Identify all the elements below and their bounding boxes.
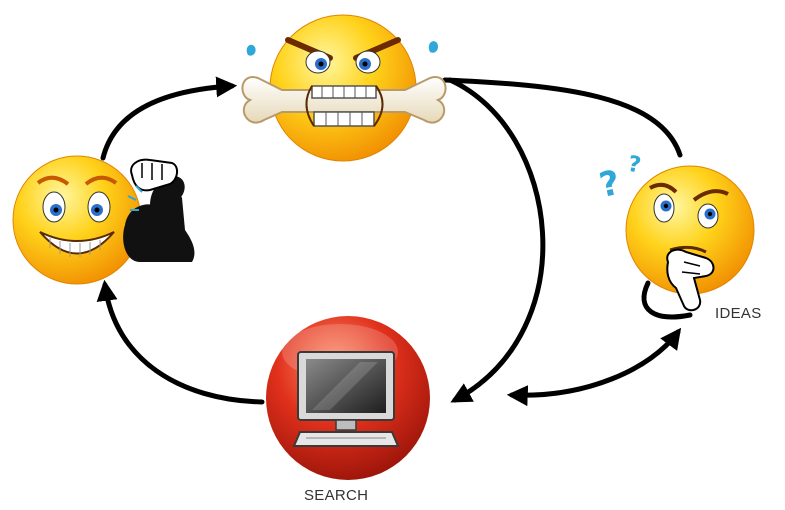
grinning-face-flexing-arm-icon bbox=[12, 155, 195, 285]
arrows bbox=[96, 76, 693, 407]
svg-text:?: ? bbox=[596, 163, 624, 206]
arrow-strong-to-angry bbox=[100, 76, 238, 161]
arrow-search-ideas-bidirectional bbox=[506, 327, 682, 407]
computer-monitor-button-icon[interactable] bbox=[266, 316, 430, 480]
ideas-label: IDEAS bbox=[715, 305, 762, 322]
arrow-angry-to-search bbox=[447, 77, 546, 403]
arrow-search-to-strong bbox=[96, 279, 265, 405]
arrow-angry-to-ideas bbox=[442, 77, 683, 158]
angry-face-biting-bone-icon bbox=[241, 14, 447, 162]
thinking-face-question-marks-icon: ? ? bbox=[596, 152, 755, 312]
arrow-ideas-curl bbox=[641, 280, 693, 320]
svg-text:?: ? bbox=[626, 152, 643, 179]
search-label: SEARCH bbox=[304, 487, 369, 504]
